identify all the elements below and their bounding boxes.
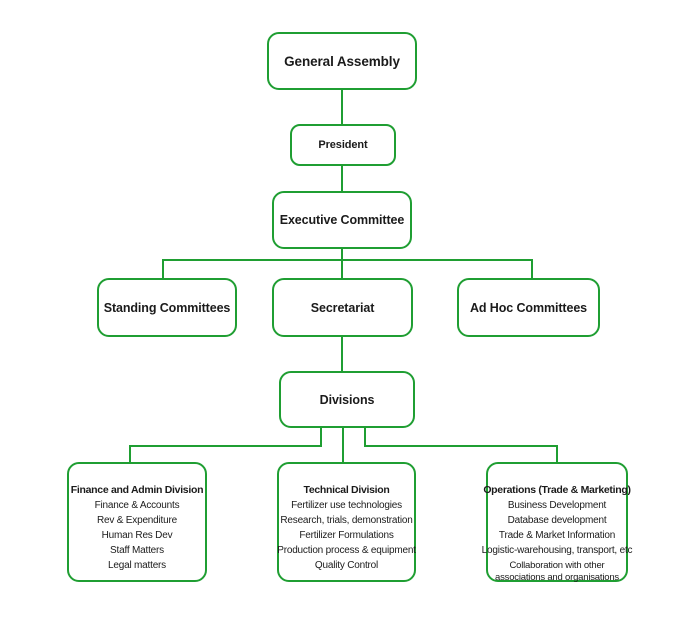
node-divisions: Divisions: [279, 371, 415, 428]
finance-division-title: Finance and Admin Division: [70, 484, 204, 496]
connector-assembly-president: [341, 90, 343, 124]
operations-division-title: Operations (Trade & Marketing): [483, 484, 631, 496]
connector-president-executive: [341, 166, 343, 191]
node-standing-committees: Standing Committees: [97, 278, 237, 337]
connector-executive-bus: [341, 249, 343, 261]
node-finance-admin-division: Finance and Admin Division Finance & Acc…: [67, 462, 207, 582]
connector-bus-row3: [162, 259, 533, 261]
executive-committee-label: Executive Committee: [279, 213, 405, 227]
finance-division-item: Finance & Accounts: [94, 500, 180, 511]
operations-division-item: Trade & Market Information: [498, 530, 616, 541]
president-label: President: [318, 139, 368, 151]
node-general-assembly: General Assembly: [267, 32, 417, 90]
technical-division-item: Fertilizer Formulations: [299, 530, 394, 541]
divisions-label: Divisions: [319, 392, 375, 407]
connector-bus-finance: [129, 445, 322, 447]
technical-division-item: Research, trials, demonstration: [280, 515, 413, 526]
connector-secretariat-divisions: [341, 337, 343, 371]
secretariat-label: Secretariat: [310, 300, 375, 315]
operations-division-item: Database development: [507, 515, 607, 526]
operations-division-item: Collaboration with other associations an…: [495, 560, 619, 583]
ad-hoc-committees-label: Ad Hoc Committees: [469, 300, 588, 315]
general-assembly-label: General Assembly: [284, 53, 400, 69]
standing-committees-label: Standing Committees: [103, 300, 231, 315]
node-president: President: [290, 124, 396, 166]
operations-division-item: Logistic-warehousing, transport, etc: [481, 545, 633, 556]
finance-division-item: Staff Matters: [110, 545, 164, 556]
connector-drop-finance: [129, 445, 131, 462]
finance-division-item: Human Res Dev: [101, 530, 173, 541]
connector-drop-operations: [556, 445, 558, 462]
technical-division-item: Production process & equipment: [277, 545, 416, 556]
node-operations-division: Operations (Trade & Marketing) Business …: [482, 462, 633, 583]
node-ad-hoc-committees: Ad Hoc Committees: [457, 278, 600, 337]
connector-drop-secretariat: [341, 259, 343, 278]
connector-drop-adhoc: [531, 259, 533, 278]
connector-stub-left: [320, 428, 322, 447]
node-technical-division: Technical Division Fertilizer use techno…: [277, 462, 416, 582]
connector-stub-right: [364, 428, 366, 447]
connector-bus-operations: [364, 445, 558, 447]
connector-drop-standing: [162, 259, 164, 278]
finance-division-item: Legal matters: [108, 560, 166, 571]
technical-division-item: Quality Control: [314, 560, 379, 571]
connector-stub-middle: [342, 428, 344, 462]
technical-division-title: Technical Division: [303, 484, 390, 496]
node-executive-committee: Executive Committee: [272, 191, 412, 249]
operations-division-item: Business Development: [507, 500, 607, 511]
finance-division-item: Rev & Expenditure: [97, 515, 177, 526]
node-secretariat: Secretariat: [272, 278, 413, 337]
technical-division-item: Fertilizer use technologies: [291, 500, 402, 511]
